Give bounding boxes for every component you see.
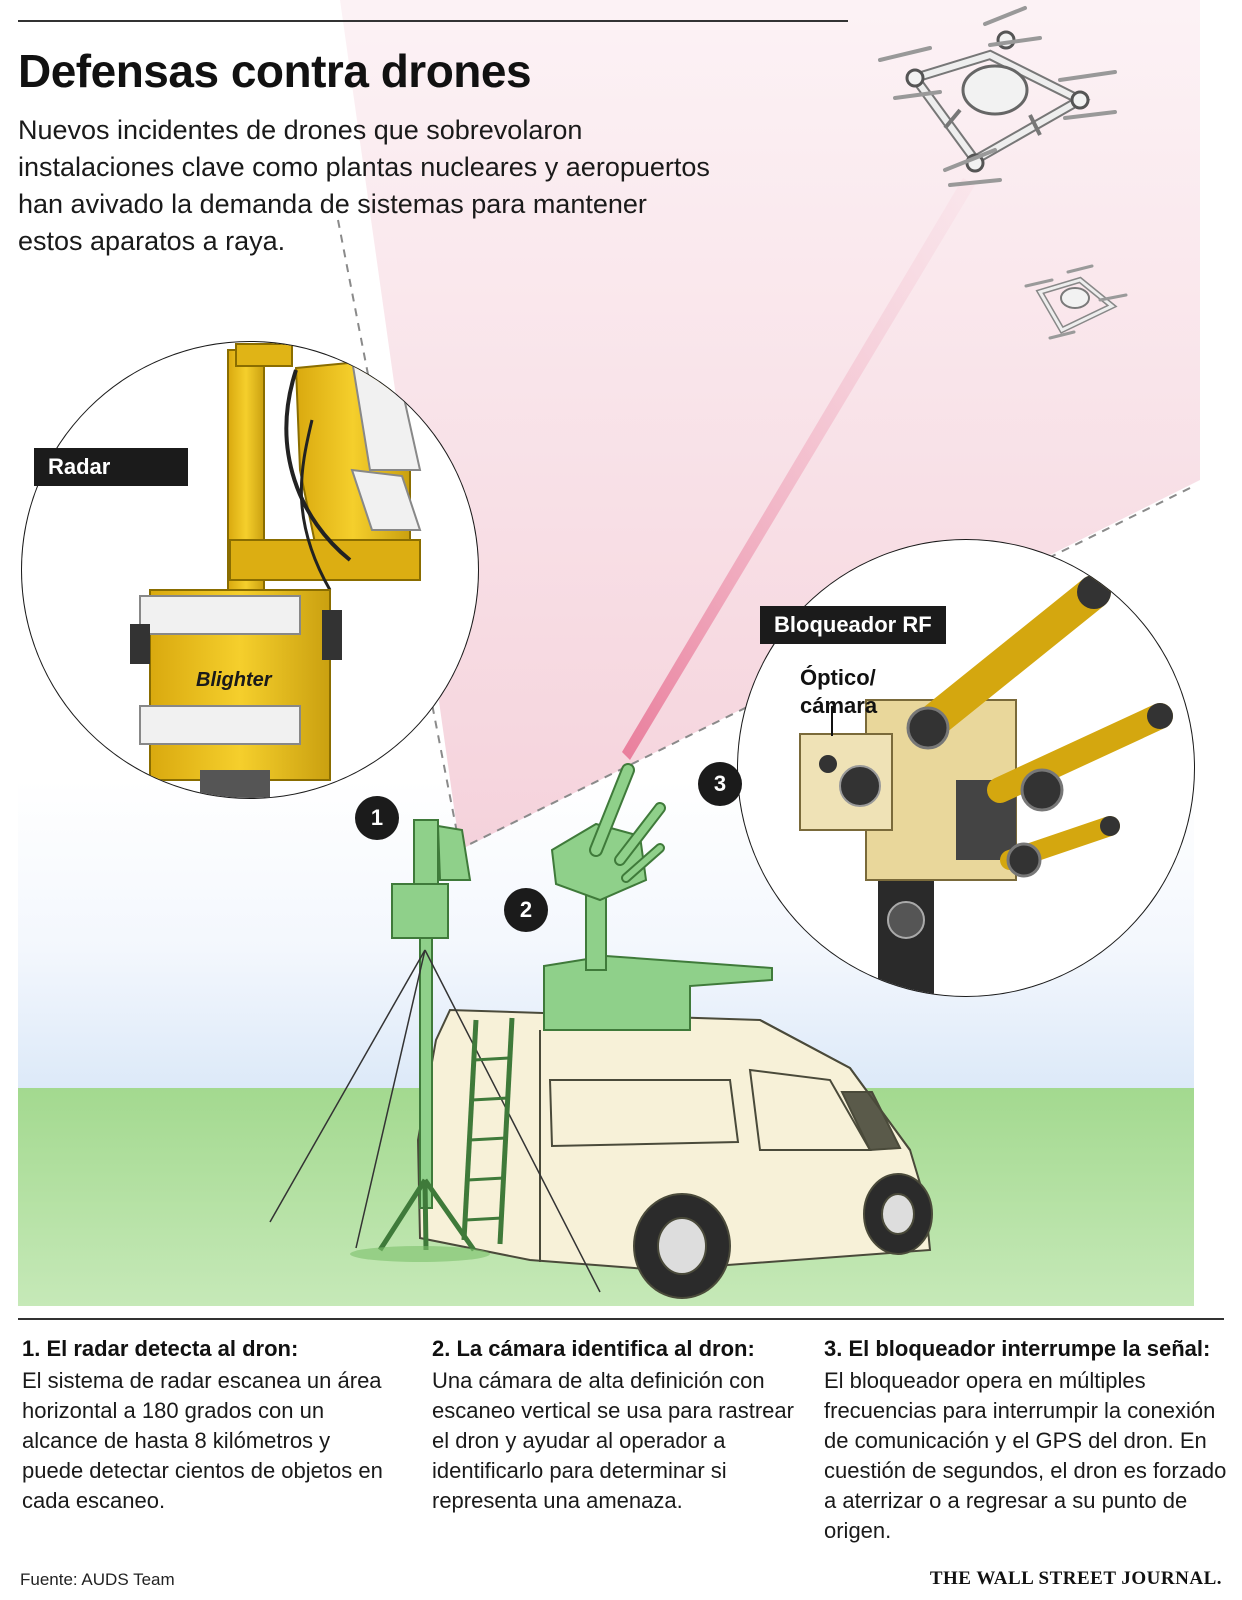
source-note: Fuente: AUDS Team [20, 1570, 175, 1589]
radar-brand-text: Blighter [196, 669, 273, 691]
step-body: El sistema de radar escanea un área hori… [22, 1368, 383, 1513]
radar-label: Radar [34, 448, 188, 486]
step-jammer-description: 3. El bloqueador interrumpe la señal: El… [824, 1336, 1228, 1546]
jammer-signal-beam [622, 178, 975, 760]
top-rule [18, 20, 848, 22]
step-body: El bloqueador opera en múltiples frecuen… [824, 1368, 1227, 1543]
optic-camera-label: Óptico/ cámara [800, 665, 878, 718]
drone-small-icon [1024, 264, 1128, 340]
step-marker-1: 1 [355, 796, 399, 840]
step-camera-description: 2. La cámara identifica al dron: Una cám… [432, 1336, 796, 1516]
bottom-rule [18, 1318, 1224, 1320]
jammer-turret-illustration [543, 763, 773, 1031]
van-ladder-illustration [461, 1017, 515, 1245]
ground-shadow [350, 1246, 490, 1262]
step-marker-2: 2 [504, 888, 548, 932]
publisher-credit: THE WALL STREET JOURNAL. [929, 1568, 1222, 1589]
mast-guy-lines [269, 949, 601, 1293]
jammer-label: Bloqueador RF [760, 606, 946, 644]
intro-text: Nuevos incidentes de drones que sobrevol… [18, 115, 710, 256]
radar-mast-illustration [377, 819, 477, 1252]
drone-large-icon [878, 6, 1117, 187]
step-title: 2. La cámara identifica al dron: [432, 1336, 755, 1361]
step-radar-description: 1. El radar detecta al dron: El sistema … [22, 1336, 394, 1516]
step-marker-3: 3 [698, 762, 742, 806]
step-title: 1. El radar detecta al dron: [22, 1336, 299, 1361]
radar-scan-beam [340, 0, 1200, 850]
step-title: 3. El bloqueador interrumpe la señal: [824, 1336, 1211, 1361]
page-title: Defensas contra drones [18, 45, 532, 97]
radar-photo: Blighter [22, 342, 478, 798]
step-body: Una cámara de alta definición con escane… [432, 1368, 794, 1513]
van-illustration [416, 1008, 933, 1299]
